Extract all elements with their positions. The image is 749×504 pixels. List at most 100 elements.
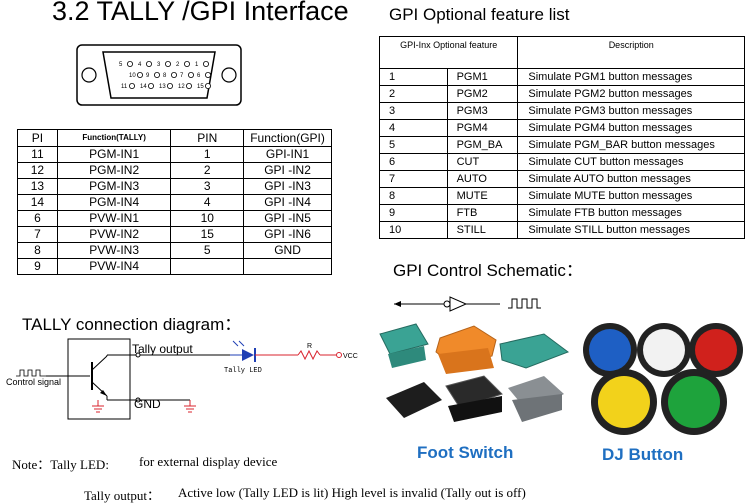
table-cell: PGM-IN3 [56, 178, 172, 195]
connector-screw-right [221, 67, 237, 83]
tally-output-label: Tally output [132, 342, 193, 356]
table-cell: Simulate MUTE button messages [517, 187, 745, 205]
table-cell: PVW-IN1 [56, 210, 172, 227]
vcc-label: VCC [343, 353, 358, 360]
dj-button-blue [589, 329, 631, 371]
table-cell: Simulate PGM1 button messages [517, 68, 745, 86]
table-cell: GPI -IN5 [243, 210, 332, 227]
inverter-triangle [449, 296, 468, 312]
connector-pin-number: 11 [121, 84, 128, 90]
table-cell [170, 258, 245, 275]
table-cell: Simulate PGM3 button messages [517, 102, 745, 120]
table-cell: PGM-IN1 [56, 146, 172, 163]
connector-pin-number: 3 [157, 62, 161, 68]
table-cell: GPI -IN2 [243, 162, 332, 179]
device-box [67, 338, 131, 420]
column-header-feature: GPI-Inx Optional feature [378, 36, 519, 69]
connector-pin [186, 83, 193, 90]
foot-switch-label: Foot Switch [417, 443, 514, 462]
table-cell: GPI-IN1 [243, 146, 332, 163]
note-tally-output-label: Tally output： [84, 488, 161, 503]
table-cell: 13 [17, 178, 58, 195]
dj-button-white [643, 329, 685, 371]
note-tally-led-text: for external display device [139, 454, 278, 469]
tally-led-label: Tally LED [224, 367, 262, 375]
table-cell: GPI -IN4 [243, 194, 332, 211]
table-cell: PGM1 [446, 68, 519, 86]
table-cell: 5 [170, 242, 245, 259]
connector-pin [146, 60, 153, 67]
table-cell: 2 [170, 162, 245, 179]
table-cell: PVW-IN4 [56, 258, 172, 275]
connector-pin [137, 71, 144, 78]
gnd-label: GND [134, 397, 161, 411]
table-cell: 3 [170, 178, 245, 195]
connector-pin-number: 14 [140, 84, 147, 90]
connector-pin-number: 9 [146, 73, 150, 79]
foot-pedal-teal-left [379, 323, 429, 355]
foot-switch-image [379, 323, 570, 422]
table-cell: 4 [379, 119, 448, 137]
column-header-function-gpi: Function(GPI) [243, 129, 332, 147]
connector-pin-number: 8 [163, 73, 167, 79]
inverter-bubble [443, 300, 451, 308]
table-cell: 9 [379, 204, 448, 222]
arrow-left-icon [394, 301, 401, 307]
dj-button-yellow [598, 376, 650, 428]
table-cell: GPI -IN3 [243, 178, 332, 195]
table-cell: 14 [17, 194, 58, 211]
table-cell: Simulate STILL button messages [517, 221, 745, 239]
table-cell: PVW-IN3 [56, 242, 172, 259]
connector-pin [171, 71, 178, 78]
foot-pedal-black-mid [445, 375, 503, 409]
table-cell: 6 [379, 153, 448, 171]
connector-pin [129, 83, 136, 90]
dj-button-image [583, 323, 743, 435]
connector-pin-number: 15 [197, 84, 204, 90]
dj-button-label: DJ Button [602, 445, 684, 464]
table-cell: 5 [379, 136, 448, 154]
table-cell: PVW-IN2 [56, 226, 172, 243]
table-cell: 8 [17, 242, 58, 259]
connector-pin-number: 2 [176, 62, 180, 68]
dj-button-green [668, 376, 720, 428]
connector-pin-number: 10 [129, 73, 136, 79]
control-signal-label: Control signal [6, 377, 61, 387]
connector-pin [188, 71, 195, 78]
foot-pedal-black-flat [386, 382, 442, 418]
connector-pin-number: 7 [180, 73, 184, 79]
column-header-description: Description [517, 36, 745, 69]
control-pulse-icon [16, 369, 46, 377]
note-tally-output-text: Active low (Tally LED is lit) High level… [178, 485, 526, 500]
table-cell: PGM3 [446, 102, 519, 120]
table-cell: 7 [17, 226, 58, 243]
table-cell: CUT [446, 153, 519, 171]
table-cell: Simulate PGM2 button messages [517, 85, 745, 103]
column-header-pin: PIN [170, 129, 245, 147]
table-cell: 7 [379, 170, 448, 188]
connector-pin-number: 12 [178, 84, 185, 90]
table-cell: Simulate PGM4 button messages [517, 119, 745, 137]
table-cell: 10 [170, 210, 245, 227]
table-cell: 15 [170, 226, 245, 243]
connector-pin [165, 60, 172, 67]
connector-pin [203, 60, 210, 67]
connector-pin-number: 6 [197, 73, 201, 79]
connector-pin [154, 71, 161, 78]
table-cell: 3 [379, 102, 448, 120]
table-cell: 12 [17, 162, 58, 179]
